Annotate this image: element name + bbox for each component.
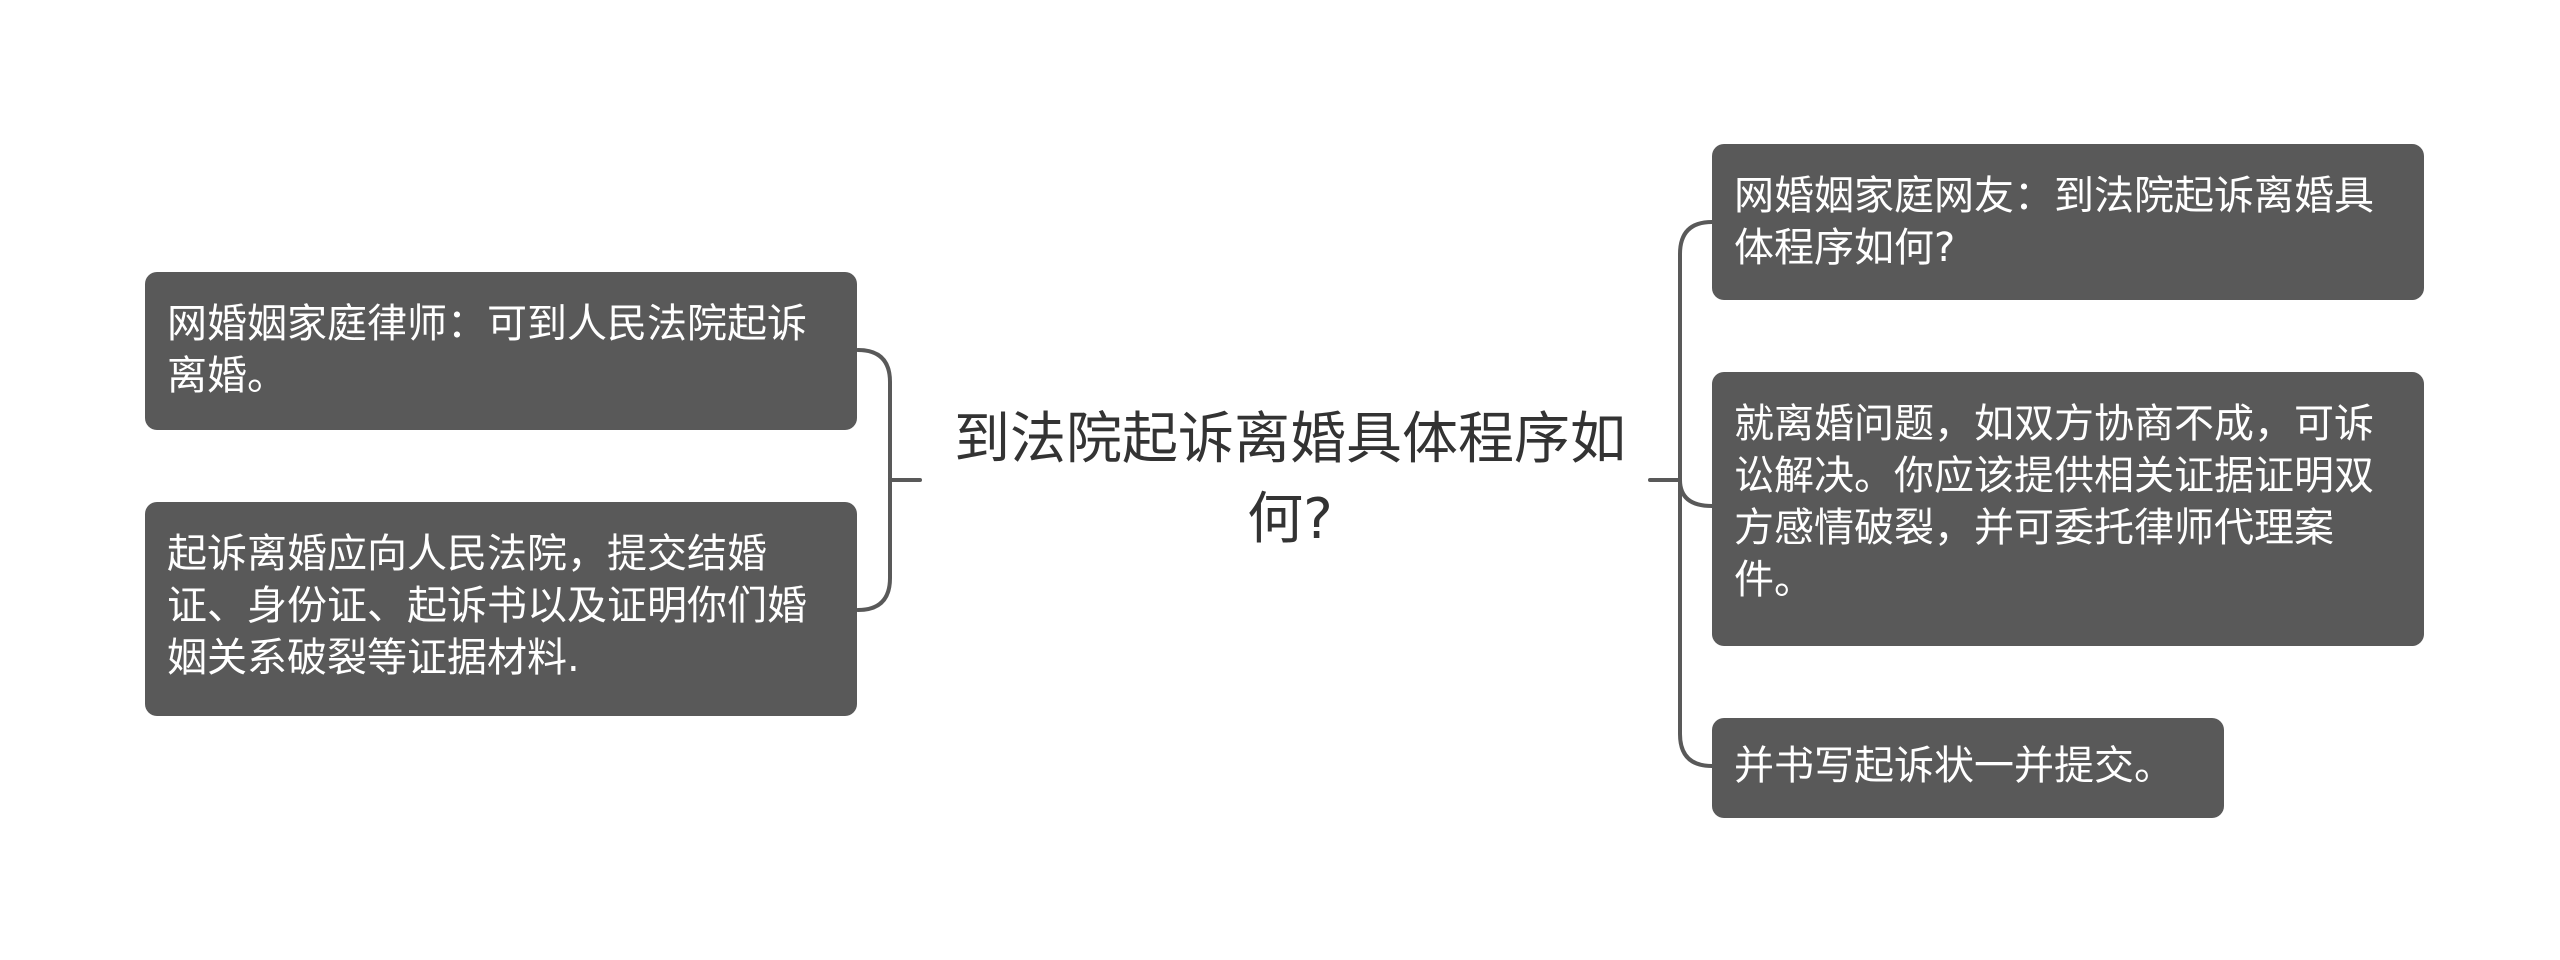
right-node-1: 网婚姻家庭网友：到法院起诉离婚具体程序如何? xyxy=(1712,144,2424,300)
right-connector-branch-1 xyxy=(1678,220,1714,768)
left-node-2: 起诉离婚应向人民法院，提交结婚证、身份证、起诉书以及证明你们婚姻关系破裂等证据材… xyxy=(145,502,857,716)
right-node-2: 就离婚问题，如双方协商不成，可诉讼解决。你应该提供相关证据证明双方感情破裂，并可… xyxy=(1712,372,2424,646)
left-connector-branch-2 xyxy=(856,478,892,612)
right-node-3: 并书写起诉状一并提交。 xyxy=(1712,718,2224,818)
left-node-1: 网婚姻家庭律师：可到人民法院起诉离婚。 xyxy=(145,272,857,430)
left-connector-branch-1 xyxy=(856,348,892,482)
right-connector-branch-2 xyxy=(1678,478,1714,508)
center-topic: 到法院起诉离婚具体程序如何? xyxy=(954,407,1626,552)
